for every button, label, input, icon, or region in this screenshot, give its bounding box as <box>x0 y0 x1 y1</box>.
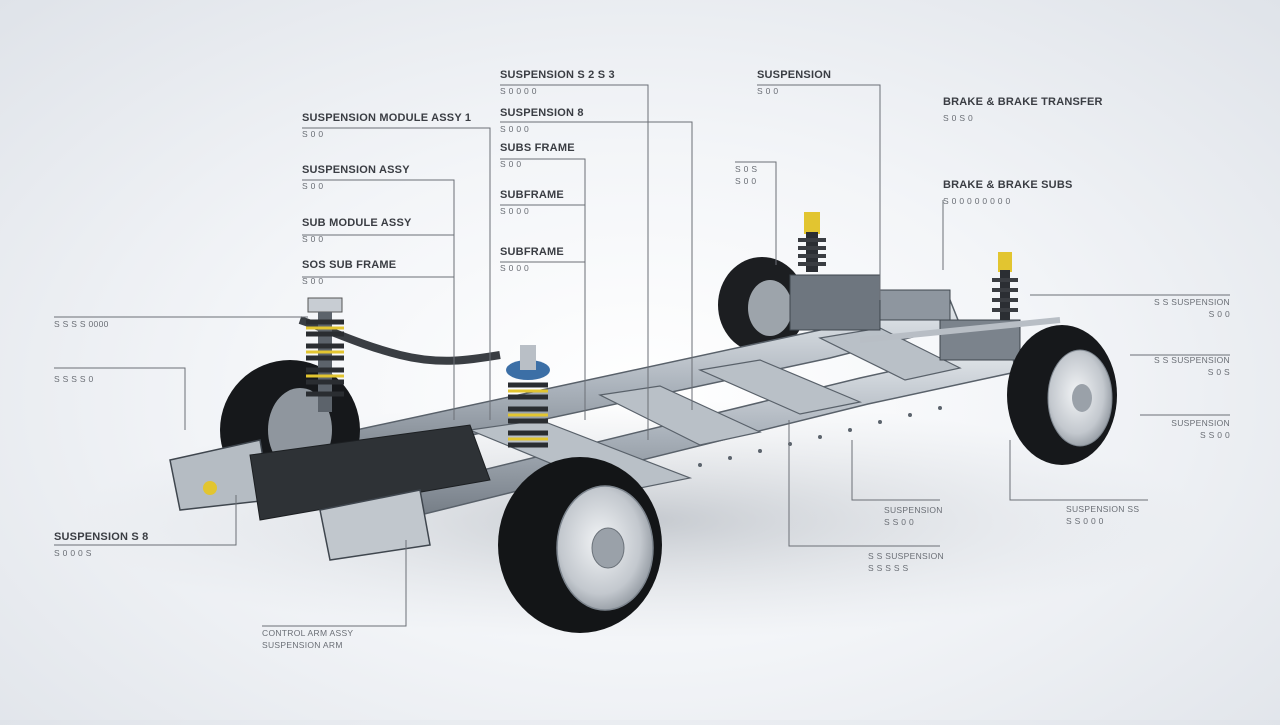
callout-subtitle: S S 0 0 <box>884 516 914 527</box>
callout-subtitle: S 0 0 <box>302 276 324 286</box>
callout-subtitle: S 0 0 <box>735 175 757 186</box>
callout-r9: SUSPENSION S S 0 0 <box>884 506 943 526</box>
callout-title: CONTROL ARM ASSY <box>262 628 354 638</box>
callout-l1: SUSPENSION MODULE ASSY 1 S 0 0 <box>302 113 471 139</box>
callout-title: S S SUSPENSION <box>868 551 944 561</box>
callout-subtitle: S S 0 0 <box>1200 429 1230 440</box>
callout-subtitle: S 0 0 <box>302 234 324 244</box>
callout-r4: BRAKE & BRAKE SUBS S 0 0 0 0 0 0 0 0 <box>943 180 1073 206</box>
front-near-wheel <box>498 457 662 633</box>
callout-title: BRAKE & BRAKE SUBS <box>943 179 1073 191</box>
callout-t4: SUBFRAME S 0 0 0 <box>500 190 564 216</box>
callout-title: SUB MODULE ASSY <box>302 217 412 229</box>
callout-l3: SUB MODULE ASSY S 0 0 <box>302 218 412 244</box>
rear-suspension-assembly <box>789 274 1061 361</box>
rear-right-shock <box>992 252 1018 320</box>
callout-title: SUSPENSION SS <box>1066 504 1140 514</box>
callout-title: SUSPENSION <box>884 505 943 515</box>
front-suspension-assembly <box>169 316 501 561</box>
callout-t2: SUSPENSION 8 S 0 0 0 <box>500 108 584 134</box>
callout-subtitle: S 0 0 0 0 0 0 0 0 <box>943 196 1011 206</box>
callout-subtitle: S S 0 0 0 <box>1066 515 1104 526</box>
callout-title: SUSPENSION S 8 <box>54 531 149 543</box>
callout-r1: SUSPENSION S 0 0 <box>757 70 831 96</box>
callout-r7: SUSPENSION S S 0 0 <box>1171 419 1230 439</box>
callout-title: SUBS FRAME <box>500 142 575 154</box>
callout-l8: CONTROL ARM ASSY SUSPENSION ARM <box>262 629 353 649</box>
callout-title: SUSPENSION ASSY <box>302 164 410 176</box>
callout-title: SUSPENSION S 2 S 3 <box>500 69 615 81</box>
callout-subtitle: S 0 S 0 <box>943 113 973 123</box>
callout-subtitle: S 0 0 <box>302 181 324 191</box>
callout-t3: SUBS FRAME S 0 0 <box>500 143 575 169</box>
callout-subtitle: S 0 0 0 <box>500 206 530 216</box>
callout-title: S S S S 0000 <box>54 319 109 329</box>
callout-r6: S S SUSPENSION S 0 S <box>1154 356 1230 376</box>
callout-title: SUSPENSION <box>1171 418 1230 428</box>
callout-l2: SUSPENSION ASSY S 0 0 <box>302 165 410 191</box>
callout-subtitle: S S S S S <box>868 562 909 573</box>
callout-l5: S S S S 0000 <box>54 320 109 329</box>
callout-subtitle: S 0 S <box>1207 366 1230 377</box>
callout-l6: S S S S 0 <box>54 375 94 384</box>
callout-r10: S S SUSPENSION S S S S S <box>868 552 944 572</box>
callout-subtitle: S 0 0 <box>500 159 522 169</box>
callout-subtitle: S 0 0 <box>302 129 324 139</box>
callout-title: SUSPENSION MODULE ASSY 1 <box>302 112 472 124</box>
callout-r8: SUSPENSION SS S S 0 0 0 <box>1066 505 1139 525</box>
callout-r3: BRAKE & BRAKE TRANSFER S 0 S 0 <box>943 97 1103 123</box>
callout-subtitle: S 0 0 0 <box>500 263 530 273</box>
leader-lines <box>54 84 1230 627</box>
callout-title: SUBFRAME <box>500 246 564 258</box>
callout-title: S S S S 0 <box>54 374 94 384</box>
callout-title: SUSPENSION 8 <box>500 107 584 119</box>
callout-r2: S 0 S S 0 0 <box>735 165 757 185</box>
callout-title: SUSPENSION <box>757 69 832 81</box>
callout-t1: SUSPENSION S 2 S 3 S 0 0 0 0 <box>500 70 615 96</box>
rear-near-wheel <box>1007 325 1117 465</box>
callout-title: SUBFRAME <box>500 189 564 201</box>
callout-title: S S SUSPENSION <box>1154 297 1230 307</box>
front-right-shock <box>506 345 550 448</box>
callout-title: S 0 S <box>735 164 758 174</box>
callout-subtitle: S 0 0 <box>1208 308 1230 319</box>
callout-t5: SUBFRAME S 0 0 0 <box>500 247 564 273</box>
callout-title: S S SUSPENSION <box>1154 355 1230 365</box>
rear-left-shock <box>798 212 826 272</box>
front-left-shock <box>306 297 344 412</box>
rear-right-wheel <box>718 257 806 353</box>
callout-l4: SOS SUB FRAME S 0 0 <box>302 260 396 286</box>
callout-title: BRAKE & BRAKE TRANSFER <box>943 96 1103 108</box>
callout-subtitle: S 0 0 0 <box>500 124 530 134</box>
callout-subtitle: SUSPENSION ARM <box>262 639 343 650</box>
callout-subtitle: S 0 0 <box>757 86 779 96</box>
callout-title: SOS SUB FRAME <box>302 259 397 271</box>
callout-subtitle: S 0 0 0 S <box>54 548 92 558</box>
callout-subtitle: S 0 0 0 0 <box>500 86 537 96</box>
callout-l7: SUSPENSION S 8 S 0 0 0 S <box>54 532 149 558</box>
callout-r5: S S SUSPENSION S 0 0 <box>1154 298 1230 318</box>
